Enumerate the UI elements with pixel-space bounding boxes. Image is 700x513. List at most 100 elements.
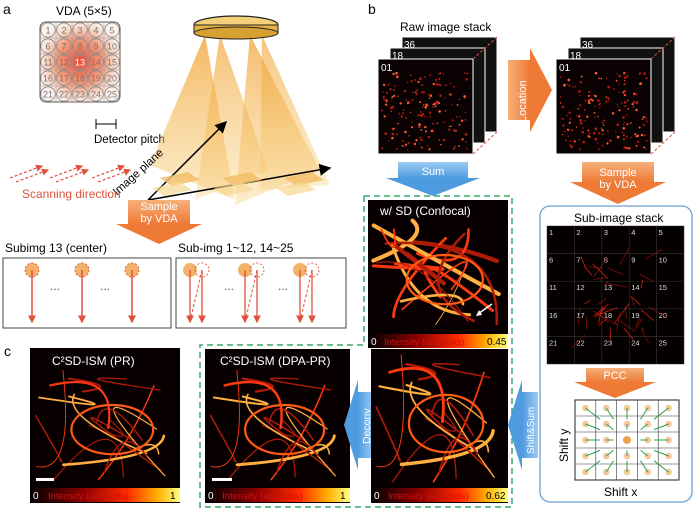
spot	[577, 108, 579, 110]
sub-image-structure	[600, 315, 618, 326]
sub-image-number: 10	[659, 256, 667, 265]
cell-wall	[431, 398, 475, 437]
spot	[598, 77, 600, 80]
vda-detector	[88, 86, 104, 102]
spot	[603, 119, 606, 122]
spot	[598, 103, 601, 106]
spot	[465, 141, 467, 143]
spot	[458, 145, 461, 147]
detector-circle	[74, 262, 90, 278]
sub-image-structure	[641, 330, 649, 343]
cell-wall	[423, 265, 495, 313]
sub-image-number: 19	[631, 311, 639, 320]
sub-image-structure	[577, 307, 581, 325]
sub-image-number: 21	[549, 338, 557, 347]
spot	[394, 85, 396, 87]
vda-grid: 1611162127121722381318234914192451015202…	[36, 18, 124, 106]
spot	[439, 94, 442, 98]
sub-image-structure	[639, 273, 653, 282]
cell-wall	[103, 441, 148, 473]
ellipsis: ...	[50, 279, 60, 293]
spot	[627, 147, 629, 149]
cell-wall	[38, 395, 96, 406]
spot	[581, 130, 585, 134]
spot	[589, 98, 593, 101]
spot	[410, 126, 414, 129]
spot	[454, 145, 457, 148]
spot	[389, 106, 393, 110]
spot	[611, 112, 615, 115]
shift-plot: Shift y Shift x	[557, 399, 680, 499]
spot	[433, 102, 436, 106]
spot	[460, 119, 464, 122]
shift-vector	[605, 423, 614, 430]
sub-image-number: 16	[549, 311, 557, 320]
vda-title: VDA (5×5)	[56, 4, 112, 18]
spot	[578, 138, 580, 141]
spot	[444, 110, 447, 112]
subimg-schematics: ............	[24, 262, 320, 324]
spot	[381, 109, 383, 112]
spot	[635, 108, 638, 112]
sub-image-structure	[630, 295, 635, 307]
spot	[636, 134, 639, 138]
spot	[444, 96, 446, 99]
raw-image-stack: 36 18 01	[377, 36, 498, 155]
spot	[421, 84, 424, 87]
sub-image-number: 4	[631, 228, 635, 237]
sub-image-structure	[614, 303, 630, 324]
spot	[643, 146, 645, 149]
vda-detector	[40, 38, 56, 54]
spot	[567, 83, 569, 85]
spot	[605, 100, 608, 103]
spot	[561, 117, 564, 120]
spot	[587, 94, 590, 97]
spot	[634, 133, 637, 136]
cell-wall	[399, 429, 495, 467]
spot	[584, 109, 586, 111]
shift-x-label: Shift x	[604, 485, 637, 499]
detector-pitch-label: Detector pitch	[94, 134, 165, 146]
sub-image-structure	[635, 317, 641, 328]
shift-vector	[653, 449, 669, 457]
dpa-cbar-label: Intensity (arb.units)	[222, 491, 303, 502]
vda-detector	[56, 86, 72, 102]
ellipsis: ...	[100, 279, 110, 293]
sub-image-structure	[593, 303, 610, 317]
cell-wall	[212, 395, 269, 406]
spot	[398, 112, 401, 115]
vda-detector	[72, 22, 88, 38]
cell-outline	[405, 253, 484, 306]
spot	[595, 128, 598, 131]
sub-image-structure	[592, 263, 609, 279]
vda-number: 25	[107, 90, 117, 100]
spot	[418, 143, 421, 145]
spot	[406, 101, 410, 105]
vda-number: 6	[45, 42, 50, 52]
vda-detector	[56, 22, 72, 38]
spot	[438, 110, 441, 113]
spot	[623, 79, 626, 82]
vda-number: 22	[59, 90, 69, 100]
vda-detector	[88, 22, 104, 38]
panel-label-c: c	[4, 343, 11, 359]
raw-stack-title: Raw image stack	[400, 20, 492, 34]
spot	[588, 132, 591, 135]
spot	[448, 128, 451, 131]
spot	[385, 99, 388, 101]
vda-number: 24	[91, 90, 101, 100]
spot	[626, 136, 628, 138]
sub-image-number: 23	[604, 338, 612, 347]
sub-image-number: 15	[659, 283, 667, 292]
confocal-image: w/ SD (Confocal) 0 Intensity (arb.units)…	[368, 200, 508, 348]
spot	[419, 136, 422, 139]
spot	[607, 130, 609, 132]
pr-image: C²SD-ISM (PR) 0 Intensity (arb.units) 1	[30, 348, 180, 503]
cell-wall	[34, 414, 63, 463]
spot	[631, 102, 634, 106]
spot	[594, 71, 598, 75]
spot	[572, 86, 574, 88]
spot	[435, 102, 439, 105]
location-arrow: Location	[508, 48, 552, 132]
spot	[559, 95, 562, 98]
